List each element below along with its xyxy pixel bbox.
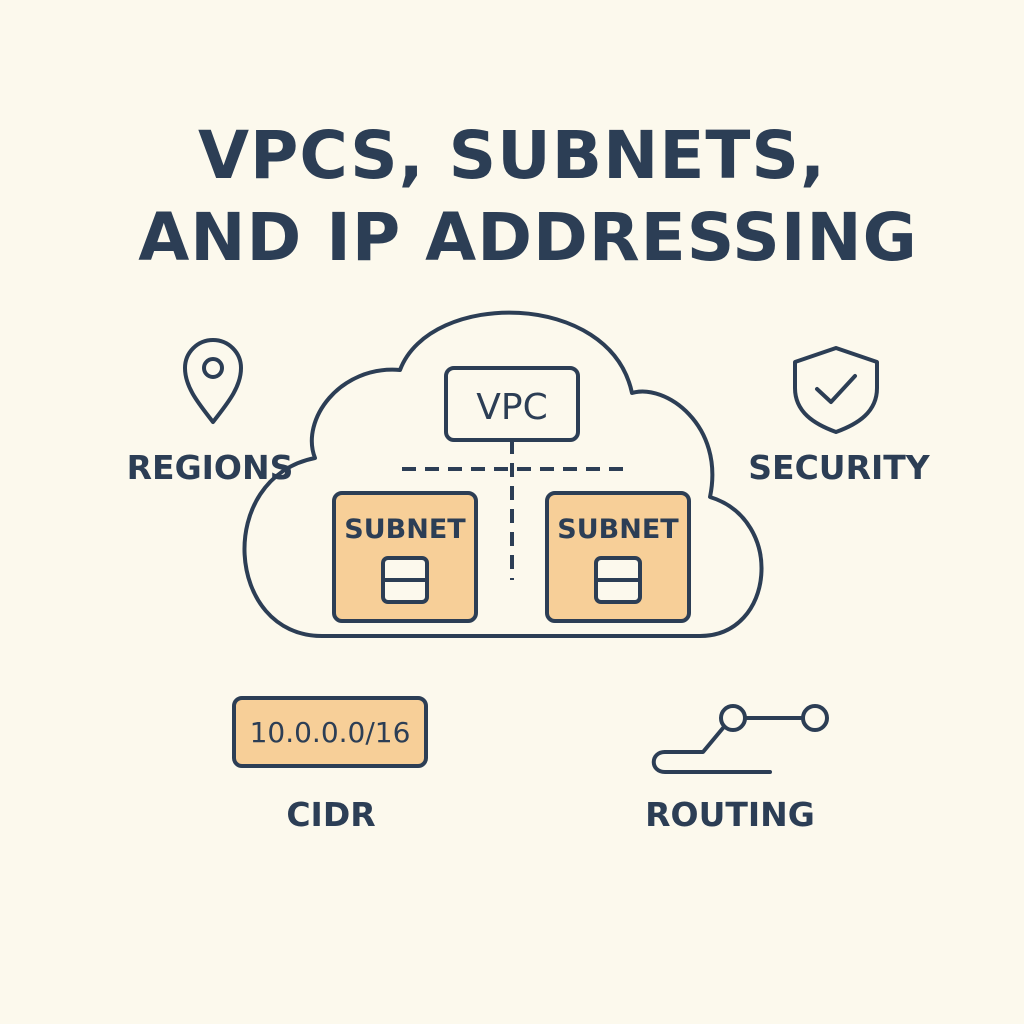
map-pin-icon — [183, 338, 243, 424]
server-icon — [594, 556, 642, 604]
subnet-label-right: SUBNET — [557, 514, 679, 545]
regions-label: REGIONS — [127, 448, 294, 487]
security-label: SECURITY — [748, 448, 931, 487]
route-icon — [651, 704, 829, 774]
cidr-value: 10.0.0.0/16 — [250, 716, 411, 749]
title-line-1: VPCS, SUBNETS, — [198, 117, 826, 194]
routing-label: ROUTING — [645, 795, 815, 834]
cidr-label: CIDR — [286, 795, 375, 834]
vpc-label: VPC — [476, 387, 547, 428]
cloud-outline — [242, 310, 764, 638]
subnet-label-left: SUBNET — [344, 514, 466, 545]
server-icon — [381, 556, 429, 604]
shield-check-icon — [793, 346, 879, 434]
title-line-2: AND IP ADDRESSING — [138, 199, 918, 276]
cidr-value-box — [232, 696, 428, 768]
